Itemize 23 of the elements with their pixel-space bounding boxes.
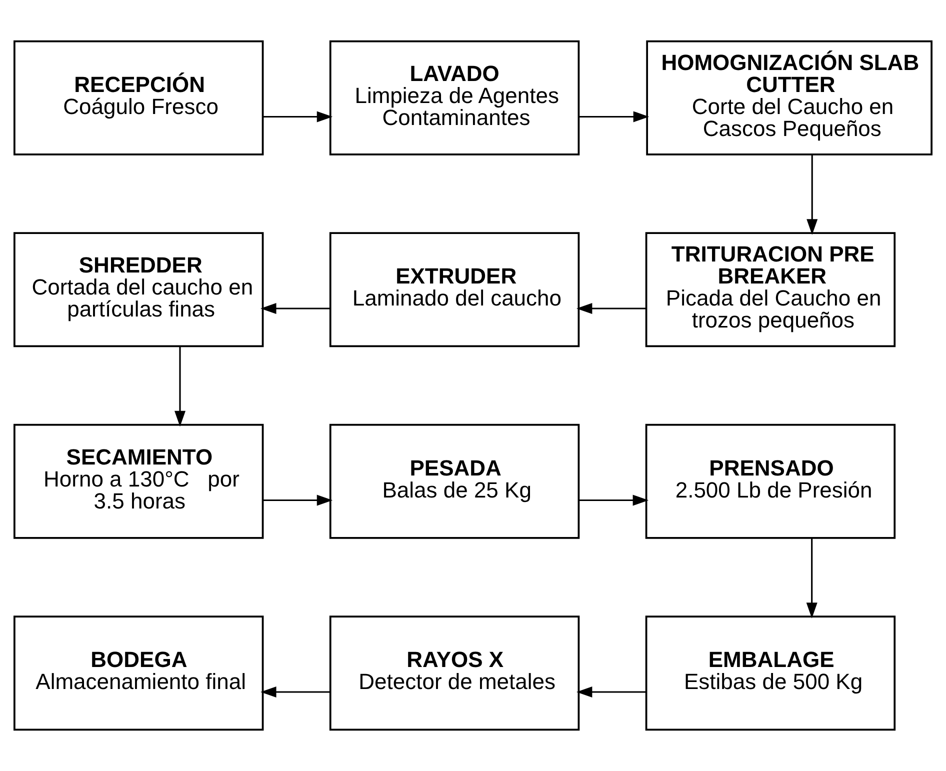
node-box: RECEPCIÓN Coágulo Fresco xyxy=(14,40,264,156)
node-box: PRENSADO 2.500 Lb de Presión xyxy=(645,424,896,539)
node-box: TRITURACION PRE BREAKER Picada del Caucho en trozos pequeños xyxy=(645,232,896,348)
node-box: EMBALAGE Estibas de 500 Kg xyxy=(645,616,896,731)
node-box: LAVADO Limpieza de Agentes Contaminantes xyxy=(329,40,580,156)
arrow xyxy=(806,538,818,618)
arrow xyxy=(260,686,330,698)
node-box: SECAMIENTO Horno a 130°C por 3.5 horas xyxy=(14,424,264,539)
arrow xyxy=(174,346,186,427)
arrow xyxy=(576,302,646,314)
arrow xyxy=(578,494,649,506)
arrow xyxy=(263,111,333,122)
node-box: RAYOS X Detector de metales xyxy=(329,616,580,731)
arrow xyxy=(263,494,333,506)
arrow xyxy=(578,111,650,122)
arrow xyxy=(260,302,330,314)
arrow xyxy=(576,686,646,698)
node-box: PESADA Balas de 25 Kg xyxy=(329,424,580,539)
arrow xyxy=(806,154,818,235)
node-box: EXTRUDER Laminado del caucho xyxy=(329,232,580,348)
node-box: BODEGA Almacenamiento final xyxy=(14,616,264,731)
node-box: HOMOGNIZACIÓN SLAB CUTTER Corte del Caucho en Cascos Pequeños xyxy=(646,40,932,156)
node-box: SHREDDER Cortada del caucho en partículas finas xyxy=(14,232,264,348)
